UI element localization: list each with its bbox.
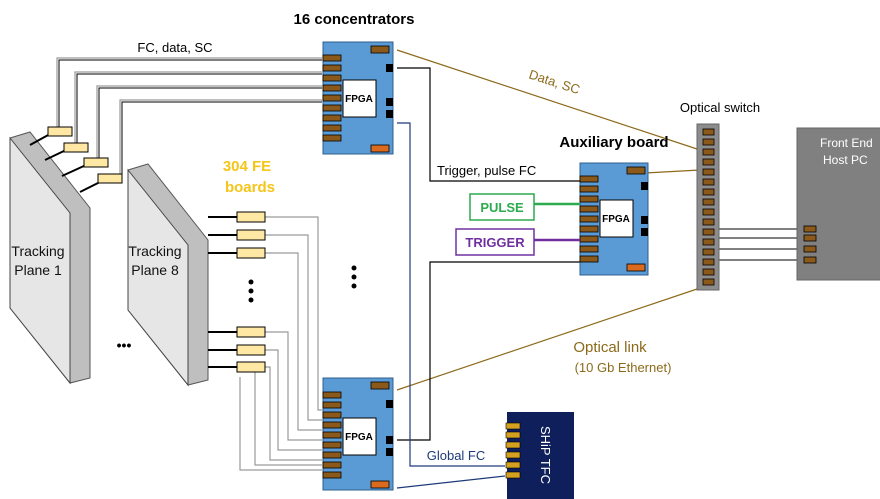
optical-link-label: Optical link bbox=[573, 339, 647, 356]
plane1-label-line2: Plane 1 bbox=[14, 262, 62, 278]
fe-board bbox=[236, 247, 266, 259]
fpga-chip bbox=[599, 199, 634, 238]
optical-switch bbox=[696, 123, 720, 291]
fpga-label: FPGA bbox=[345, 432, 373, 443]
concentrator-lower: FPGA bbox=[322, 377, 394, 491]
plane1-fc-data-sc-wires-dark bbox=[58, 59, 322, 177]
fc-data-sc-label: FC, data, SC bbox=[137, 40, 212, 55]
horizontal-ellipsis-planes: ••• bbox=[117, 337, 132, 353]
global-fc-wires bbox=[396, 122, 506, 489]
fe-board bbox=[97, 173, 123, 184]
fe-board bbox=[236, 229, 266, 241]
fpga-chip bbox=[342, 417, 377, 456]
fe-board bbox=[63, 142, 89, 153]
pulse-input: PULSE bbox=[469, 193, 580, 221]
ethernet-label: (10 Gb Ethernet) bbox=[575, 360, 672, 375]
host-pc-label-line1: Front End bbox=[820, 136, 873, 150]
auxiliary-board: FPGA bbox=[579, 162, 649, 276]
fe-boards-label-line1: 304 FE bbox=[223, 158, 271, 175]
ship-tfc-box: SHiP TFC bbox=[505, 412, 574, 499]
trigger-label: TRIGGER bbox=[465, 235, 525, 250]
pulse-label: PULSE bbox=[480, 200, 524, 215]
vertical-ellipsis-fe bbox=[248, 279, 254, 303]
fpga-label: FPGA bbox=[602, 214, 630, 225]
plane8-label-line1: Tracking bbox=[128, 243, 181, 259]
plane1-fc-data-sc-wires bbox=[56, 57, 322, 177]
tracking-plane-8: Tracking Plane 8 bbox=[127, 163, 209, 387]
auxiliary-board-title: Auxiliary board bbox=[559, 134, 668, 151]
plane8-bottom-wires bbox=[239, 331, 322, 471]
fe-board bbox=[83, 157, 109, 168]
plane1-fe-boards bbox=[29, 126, 123, 193]
fe-board bbox=[236, 211, 266, 223]
vertical-ellipsis-concentrators bbox=[351, 265, 357, 289]
plane8-fe-boards bbox=[208, 211, 266, 373]
trigger-pulse-fc-label: Trigger, pulse FC bbox=[437, 163, 536, 178]
trigger-input: TRIGGER bbox=[455, 228, 580, 256]
plane1-label-line1: Tracking bbox=[11, 243, 64, 259]
front-end-host-pc: Front End Host PC bbox=[796, 127, 880, 281]
fe-board bbox=[236, 361, 266, 373]
fpga-label: FPGA bbox=[345, 94, 373, 105]
tracking-plane-1: Tracking Plane 1 bbox=[9, 131, 91, 385]
concentrator-upper: FPGA bbox=[322, 41, 394, 155]
fe-board bbox=[47, 126, 73, 137]
ship-tfc-label: SHiP TFC bbox=[538, 426, 553, 484]
trigger-pulse-fc-wires bbox=[397, 67, 580, 441]
optical-switch-label: Optical switch bbox=[680, 100, 760, 115]
global-fc-label: Global FC bbox=[427, 448, 486, 463]
fpga-chip bbox=[342, 79, 377, 118]
plane8-top-wires bbox=[265, 216, 322, 431]
fe-board bbox=[236, 344, 266, 356]
fe-board bbox=[236, 326, 266, 338]
fe-boards-label-line2: boards bbox=[225, 179, 275, 196]
data-sc-label: Data, SC bbox=[527, 67, 582, 98]
plane8-label-line2: Plane 8 bbox=[131, 262, 179, 278]
concentrators-title: 16 concentrators bbox=[294, 11, 415, 28]
host-pc-label-line2: Host PC bbox=[823, 153, 868, 167]
optical-links bbox=[396, 49, 701, 391]
switch-to-host-links bbox=[715, 228, 805, 261]
